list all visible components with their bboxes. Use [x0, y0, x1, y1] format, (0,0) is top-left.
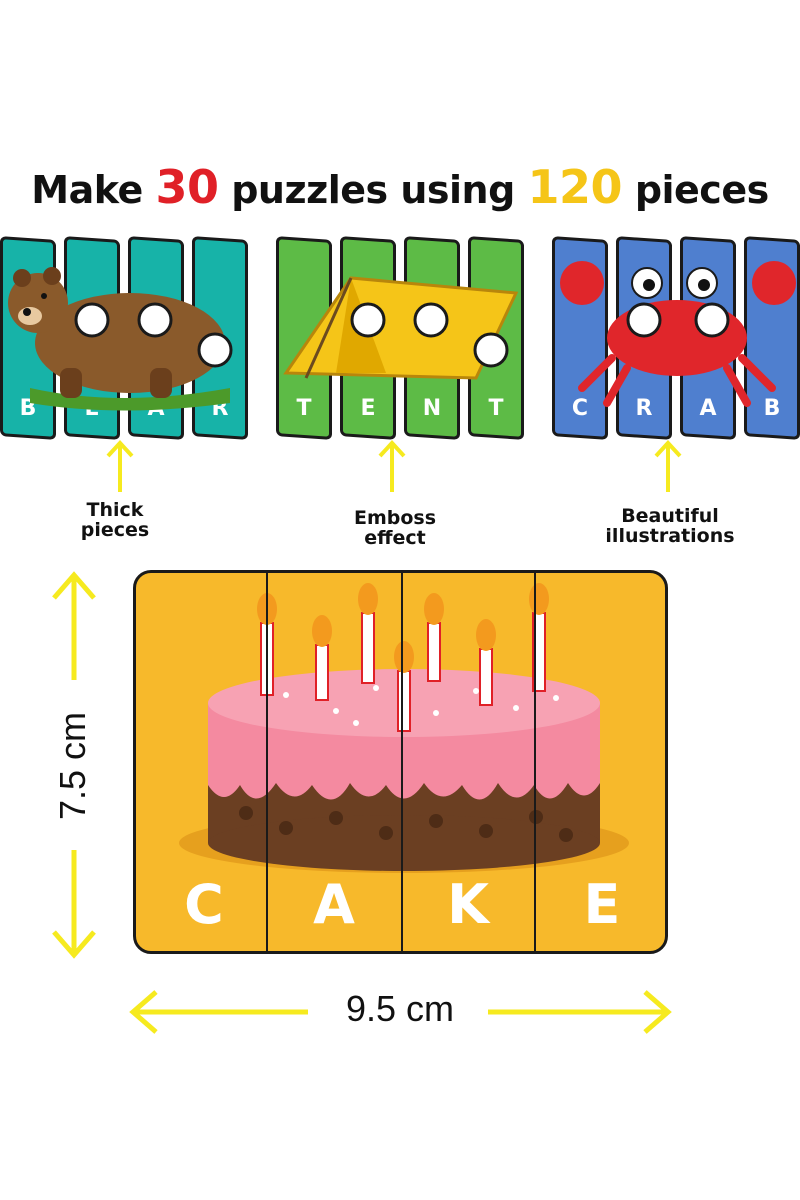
feature-emboss-effect: Emboss effect — [335, 508, 455, 548]
cake-letter: K — [447, 873, 489, 936]
crab-illustration — [560, 261, 796, 407]
height-dimension-arrow-icon — [52, 571, 96, 959]
piece-cut-line — [401, 573, 403, 951]
headline-puzzle-count: 30 — [155, 160, 219, 214]
headline: Make 30 puzzles using 120 pieces — [0, 160, 800, 214]
width-dimension-arrow-icon — [129, 990, 672, 1034]
height-dimension-label: 7.5 cm — [52, 711, 93, 821]
feature-beautiful-illustrations: Beautiful illustrations — [595, 506, 745, 546]
caption-line: Beautiful — [621, 505, 719, 527]
puzzle-set-tent: T E N T — [276, 236, 526, 443]
arrow-up-icon — [106, 440, 134, 492]
cake-puzzle-card: C A K E — [133, 570, 668, 954]
caption-line: effect — [364, 527, 426, 549]
caption-line: Emboss — [353, 507, 437, 529]
puzzle-set-bear: B E A R — [0, 236, 250, 443]
cake-letter: A — [313, 873, 355, 936]
puzzle-set-crab: C R A B — [552, 236, 800, 443]
piece-cut-line — [534, 573, 536, 951]
cake-letter: C — [184, 873, 224, 936]
caption-line: pieces — [80, 519, 150, 541]
feature-thick-pieces: Thick pieces — [60, 500, 170, 540]
arrow-up-icon — [378, 440, 406, 492]
piece-cut-line — [266, 573, 268, 951]
arrow-up-icon — [654, 440, 682, 492]
bear-illustration — [8, 267, 233, 411]
caption-line: illustrations — [605, 525, 735, 547]
cake-letter: E — [583, 873, 621, 936]
headline-pieces: pieces — [634, 168, 769, 212]
headline-piece-count: 120 — [527, 160, 623, 214]
headline-make: Make — [31, 168, 143, 212]
headline-middle: puzzles using — [231, 168, 515, 212]
caption-line: Thick — [86, 499, 144, 521]
width-dimension-label: 9.5 cm — [345, 988, 455, 1029]
tent-illustration — [283, 276, 519, 380]
